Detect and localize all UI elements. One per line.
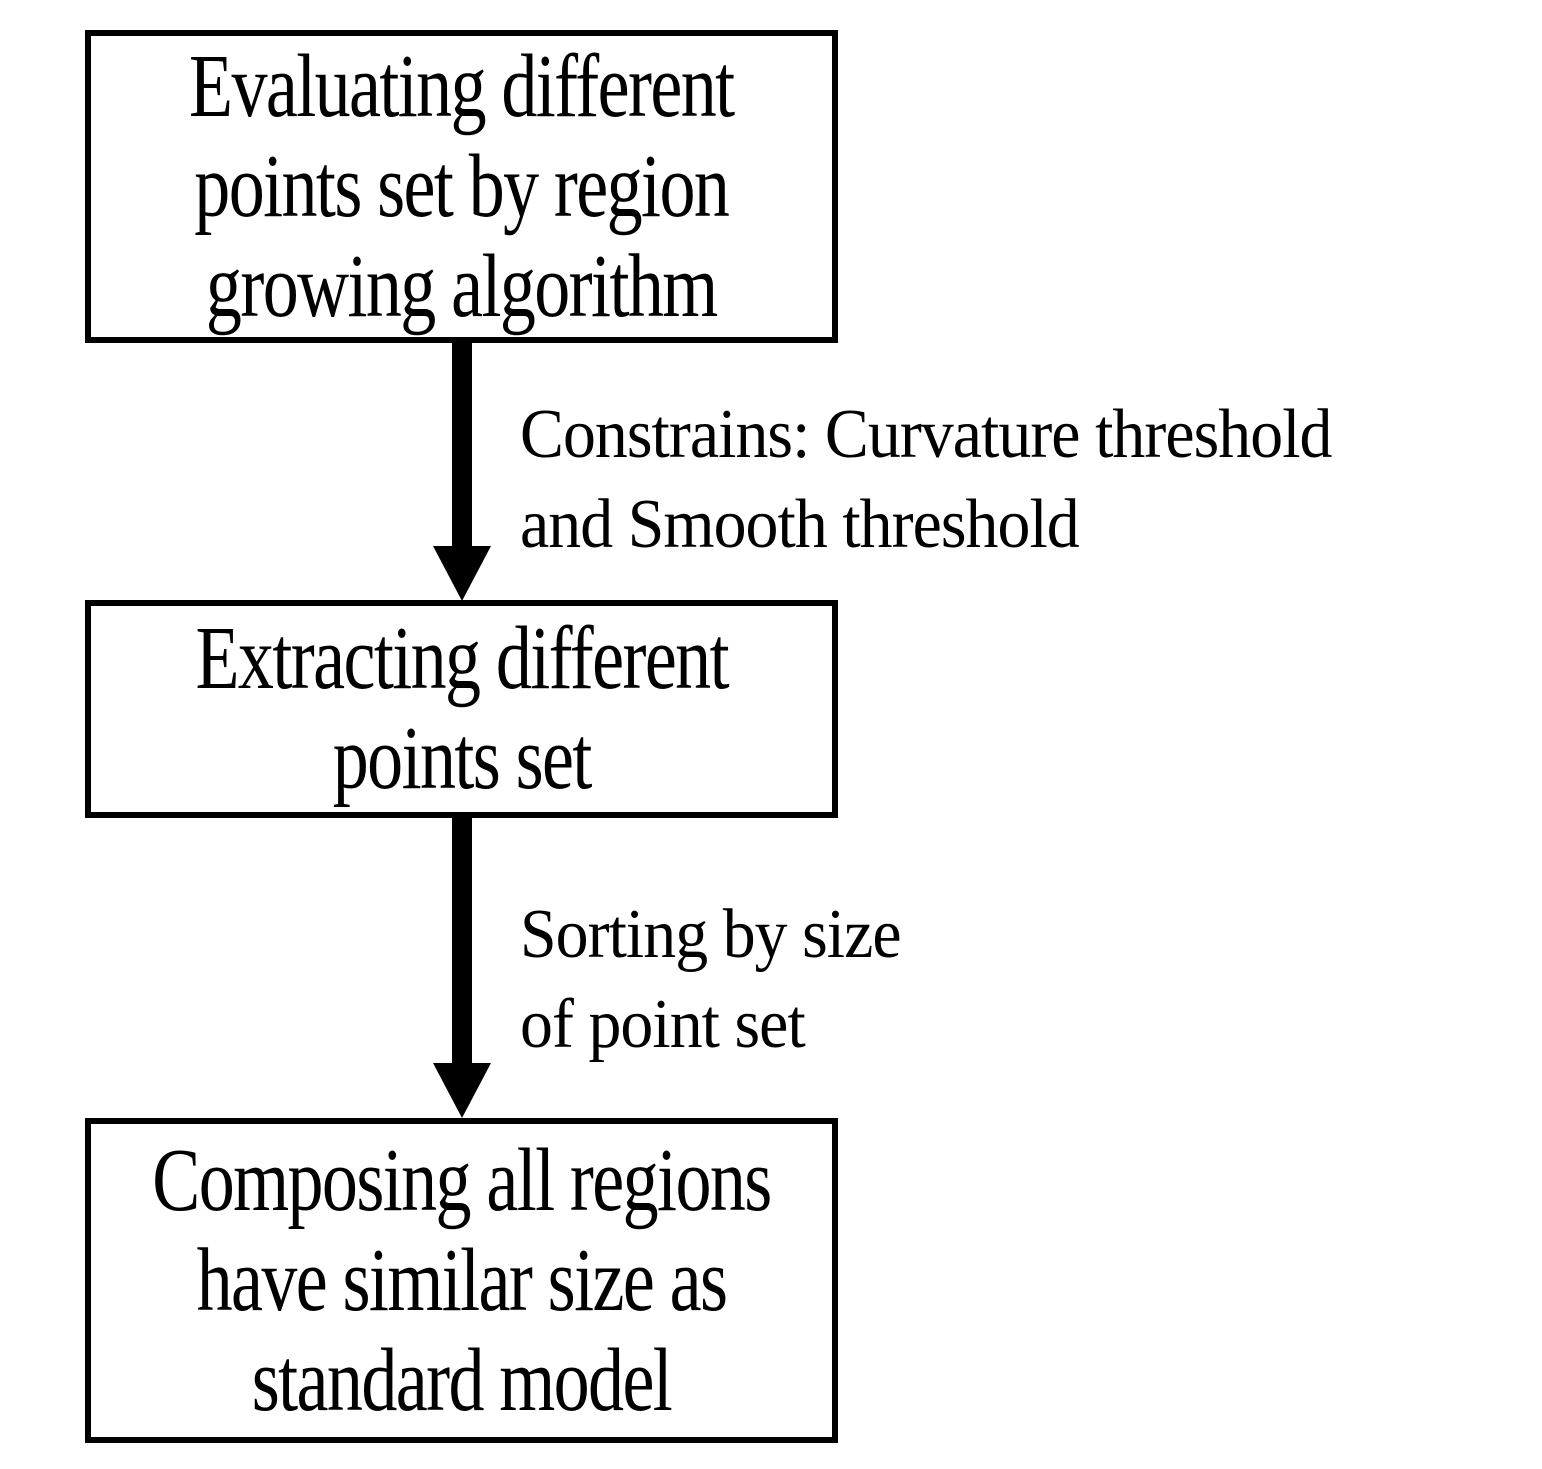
edge-label-constraints: Constrains: Curvature threshold and Smoo… <box>520 390 1332 570</box>
node-composing-regions-label: Composing all regions have similar size … <box>152 1130 772 1431</box>
arrow-shaft <box>452 343 472 549</box>
node-text-line: points set <box>332 709 592 808</box>
node-text-line: have similar size as <box>196 1230 728 1330</box>
node-text-line: points set by region <box>194 136 731 236</box>
node-composing-regions: Composing all regions have similar size … <box>85 1118 838 1443</box>
edge-label-line: and Smooth threshold <box>520 486 1080 563</box>
edge-label-line: of point set <box>520 986 806 1063</box>
node-text-line: Composing all regions <box>152 1130 772 1230</box>
node-extracting-points-set: Extracting different points set <box>85 600 838 818</box>
node-text-line: Extracting different <box>195 609 729 708</box>
edge-label-line: Sorting by size <box>520 896 902 973</box>
node-text-line: Evaluating different <box>189 36 735 136</box>
node-text-line: growing algorithm <box>206 236 718 336</box>
node-extracting-points-set-label: Extracting different points set <box>195 609 729 809</box>
arrow-down-icon <box>433 818 491 1118</box>
node-evaluating-points-set-label: Evaluating different points set by regio… <box>189 36 735 337</box>
node-evaluating-points-set: Evaluating different points set by regio… <box>85 30 838 343</box>
arrow-head-icon <box>433 1063 491 1118</box>
arrow-shaft <box>452 818 472 1066</box>
edge-label-sorting: Sorting by size of point set <box>520 890 902 1070</box>
arrow-down-icon <box>433 343 491 601</box>
arrow-head-icon <box>433 546 491 601</box>
edge-label-line: Constrains: Curvature threshold <box>520 396 1332 473</box>
node-text-line: standard model <box>251 1330 673 1430</box>
